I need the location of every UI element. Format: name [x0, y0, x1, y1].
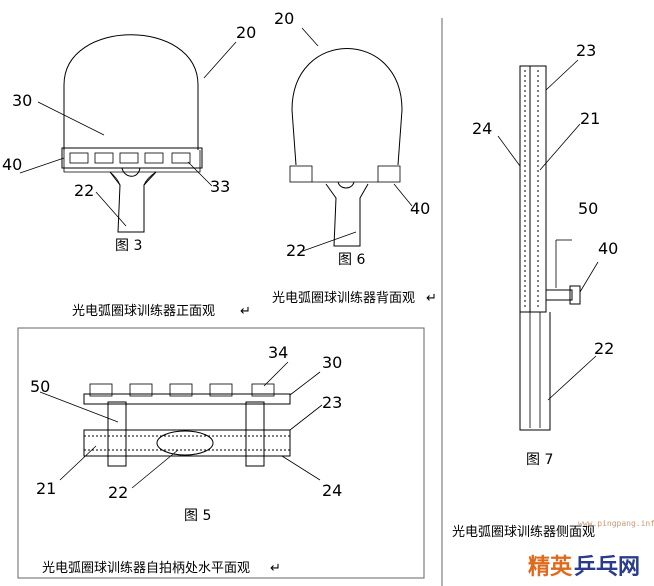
sensor-strip	[61, 147, 203, 169]
label-21: 21	[36, 479, 56, 498]
caption-front-view: 光电弧圈球训练器正面观	[72, 304, 215, 319]
figure-3-number: 图 3	[115, 238, 142, 254]
label-40: 40	[598, 239, 618, 258]
label-34: 34	[268, 343, 288, 362]
caption-side-view: 光电弧圈球训练器侧面观	[452, 525, 595, 540]
label-22: 22	[286, 241, 306, 260]
figure-3-front-view: 20 30 40 33 22 图 3	[2, 23, 256, 254]
blade-core-23	[529, 65, 547, 313]
watermark-text-right: 乒乓网	[574, 555, 640, 580]
sensor-box	[119, 152, 139, 164]
clamp-right-50	[245, 401, 265, 467]
return-mark: ↵	[426, 291, 437, 306]
label-50: 50	[578, 199, 598, 218]
label-30: 30	[322, 353, 342, 372]
sensor-box	[69, 152, 89, 164]
clamp-50	[546, 289, 573, 301]
label-22: 22	[108, 483, 128, 502]
label-33: 33	[210, 177, 230, 196]
label-30: 30	[12, 91, 32, 110]
figure-5-frame	[17, 327, 425, 579]
paddle-blade-outline	[291, 48, 403, 166]
clamp-left	[289, 165, 313, 183]
handle-section-22	[156, 430, 214, 456]
label-21: 21	[580, 109, 600, 128]
label-22: 22	[594, 339, 614, 358]
label-40: 40	[410, 199, 430, 218]
sensor-box	[171, 152, 191, 164]
clamp-left-50	[107, 401, 127, 467]
label-24: 24	[322, 481, 342, 500]
watermark-logo: www.pingpang.info 精英 乒乓网	[528, 519, 654, 580]
sensor-strip	[83, 393, 291, 405]
sensor-box	[94, 152, 114, 164]
watermark-url: www.pingpang.info	[578, 519, 654, 528]
handle-neck	[337, 181, 355, 189]
paddle-blade-outline	[63, 34, 199, 150]
return-mark: ↵	[270, 561, 281, 576]
return-mark: ↵	[240, 304, 251, 319]
handle-22	[519, 312, 551, 431]
figure-7-number: 图 7	[526, 452, 553, 468]
paddle-handle	[109, 171, 157, 233]
sensor-40	[569, 285, 581, 305]
label-20: 20	[236, 23, 256, 42]
label-20: 20	[274, 9, 294, 28]
label-40: 40	[2, 155, 22, 174]
figure-7-side-view: 23 24 21 50 40 22 图 7	[472, 41, 618, 468]
blade-throat	[109, 171, 157, 186]
watermark-text-left: 精英	[528, 554, 573, 580]
figure-6-number: 图 6	[338, 252, 365, 268]
blade-core-23	[83, 429, 291, 457]
handle-neck	[121, 167, 141, 177]
label-50: 50	[30, 377, 50, 396]
figure-6-back-view: 20 40 22 图 6	[274, 9, 430, 268]
caption-horizontal-view: 光电弧圈球训练器自拍柄处水平面观	[42, 561, 250, 576]
sensor-box	[144, 152, 164, 164]
label-24: 24	[472, 119, 492, 138]
label-23: 23	[576, 41, 596, 60]
paddle-handle	[325, 183, 369, 247]
figure-5-number: 图 5	[184, 508, 211, 524]
label-23: 23	[322, 393, 342, 412]
label-22: 22	[74, 181, 94, 200]
figure-5-horizontal-view: 34 30 50 23 21 22 24 图 5	[30, 343, 342, 524]
clamp-right	[377, 165, 401, 183]
caption-back-view: 光电弧圈球训练器背面观	[272, 291, 415, 306]
